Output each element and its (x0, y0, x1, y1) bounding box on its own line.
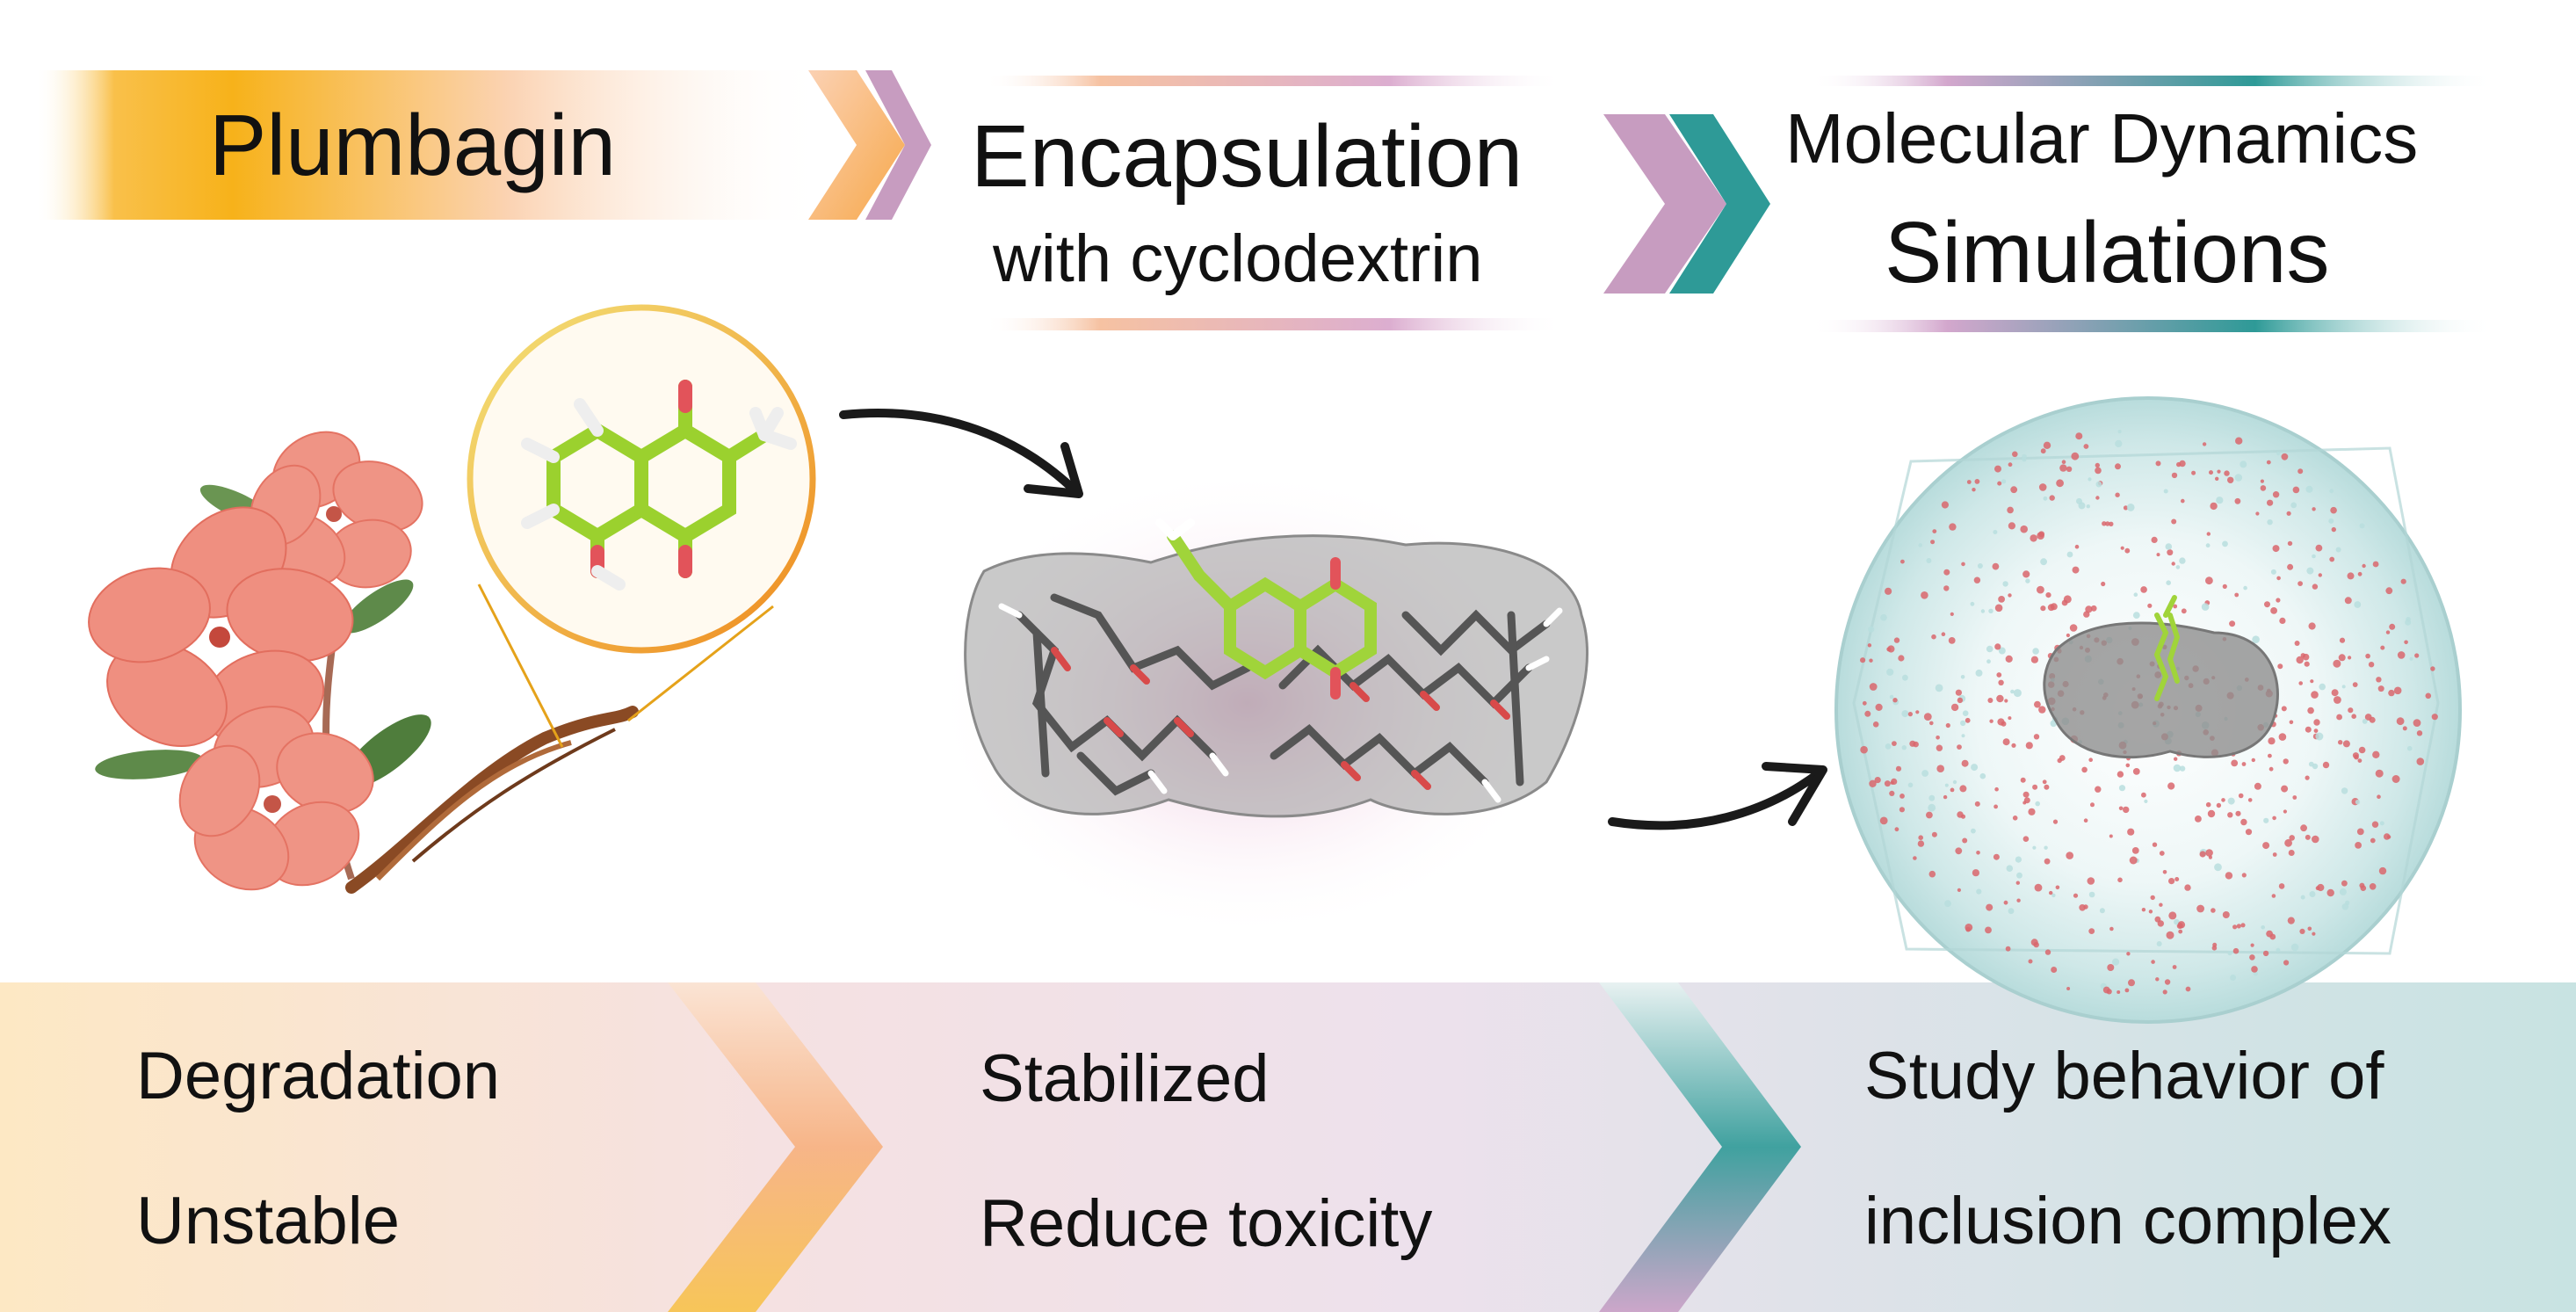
arrow-to-md (1608, 769, 1823, 830)
bottom-band (0, 982, 2576, 1312)
arrow-to-encapsulation (839, 409, 1076, 492)
header-chevron-mauve (1603, 114, 1726, 294)
plumbago-flower-illustration (88, 431, 639, 894)
bottom-chevron-teal (1599, 982, 1801, 1312)
md-subtitle: Simulations (1885, 204, 2330, 301)
zoom-line-left (477, 584, 564, 748)
md-bottom-line (1810, 320, 2495, 332)
md-title: Molecular Dynamics (1785, 99, 2419, 178)
footer-step2-line2: Reduce toxicity (980, 1186, 1433, 1261)
footer-step3-line2: inclusion complex (1864, 1184, 2391, 1258)
plumbagin-molecule-zoom (467, 304, 816, 654)
encapsulation-bottom-line (984, 318, 1564, 330)
footer-step1-line2: Unstable (136, 1184, 400, 1258)
md-top-line (1810, 76, 2495, 86)
footer-step3-line1: Study behavior of (1864, 1039, 2384, 1113)
footer-step2-line1: Stabilized (980, 1041, 1270, 1116)
cyclodextrin-inclusion-complex (931, 466, 1588, 940)
plumbagin-title: Plumbagin (209, 97, 617, 193)
footer-step1-line1: Degradation (136, 1039, 501, 1113)
zoom-line-right (627, 605, 774, 722)
header-chevron-orange (808, 70, 905, 220)
arrowhead-to-encapsulation (1024, 442, 1083, 498)
arrowhead-to-md (1762, 762, 1827, 826)
md-water-box-sphere (1834, 396, 2462, 1024)
plumbagin-banner (35, 70, 826, 220)
encapsulation-subtitle: with cyclodextrin (993, 221, 1483, 296)
header-chevron-mauve-small (865, 70, 931, 220)
header-chevron-teal (1669, 114, 1770, 294)
encapsulation-top-line (984, 76, 1564, 86)
bottom-chevron-orange (668, 982, 883, 1312)
encapsulation-title: Encapsulation (971, 107, 1523, 206)
